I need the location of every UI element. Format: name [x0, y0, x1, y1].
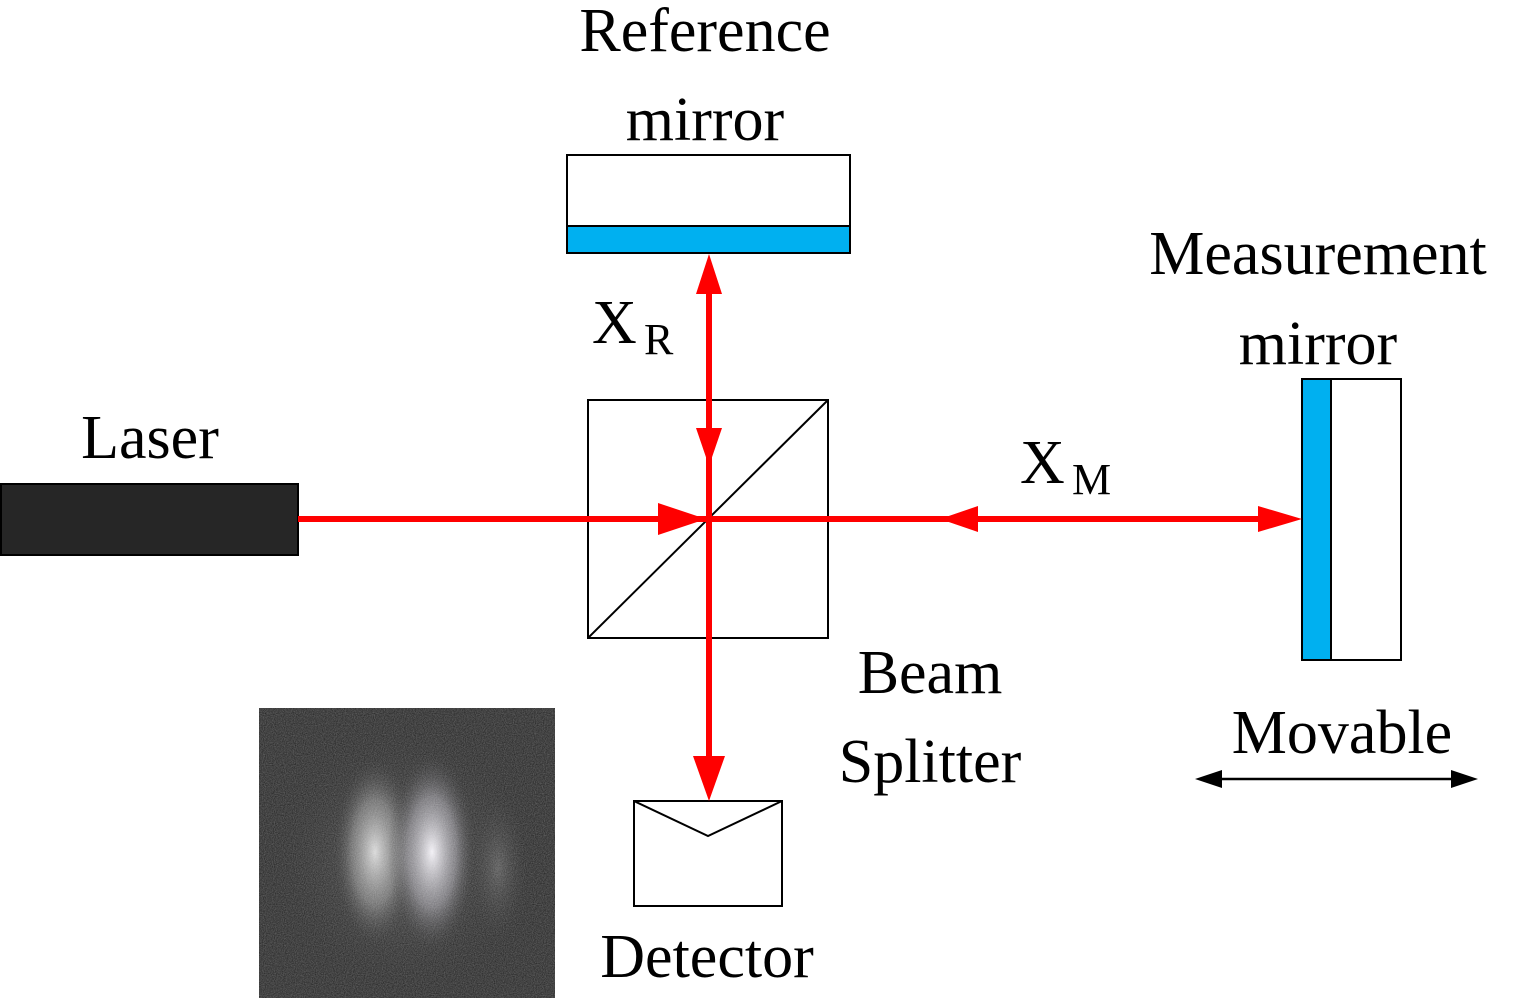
arrow-down-to-splitter-icon: [696, 428, 722, 466]
detector-label: Detector: [600, 923, 814, 991]
arrow-to-reference-mirror-icon: [696, 254, 722, 294]
xm-label-subscript: M: [1072, 455, 1111, 504]
reference-mirror: [566, 154, 851, 254]
beam-splitter-label-line2: Splitter: [839, 728, 1022, 796]
arrow-to-splitter-icon: [658, 503, 706, 535]
reference-mirror-coating: [566, 225, 851, 254]
movable-arrow-icon: [1195, 770, 1478, 788]
reference-mirror-label-line1: Reference: [579, 0, 830, 65]
xm-label-main: X: [1020, 429, 1065, 497]
measurement-mirror-label-line1: Measurement: [1149, 220, 1486, 288]
detector: [633, 800, 783, 907]
laser-body: [0, 483, 299, 556]
movable-label: Movable: [1232, 699, 1452, 767]
fringe-pattern-image: [259, 708, 555, 998]
measurement-mirror: [1301, 378, 1402, 661]
beam-splitter-label-line1: Beam: [858, 639, 1003, 707]
laser-beams: [298, 254, 1302, 801]
measurement-mirror-label-line2: mirror: [1239, 310, 1398, 378]
arrow-from-measurement-icon: [940, 506, 978, 532]
xr-label: X R: [592, 289, 674, 364]
reference-mirror-label-line2: mirror: [626, 86, 785, 154]
laser-label: Laser: [81, 404, 219, 472]
arrow-to-detector-icon: [693, 756, 725, 801]
xm-label: X M: [1020, 429, 1111, 504]
measurement-mirror-coating: [1301, 378, 1332, 661]
xr-label-subscript: R: [644, 315, 674, 364]
arrow-to-measurement-mirror-icon: [1258, 506, 1302, 532]
xr-label-main: X: [592, 289, 637, 357]
